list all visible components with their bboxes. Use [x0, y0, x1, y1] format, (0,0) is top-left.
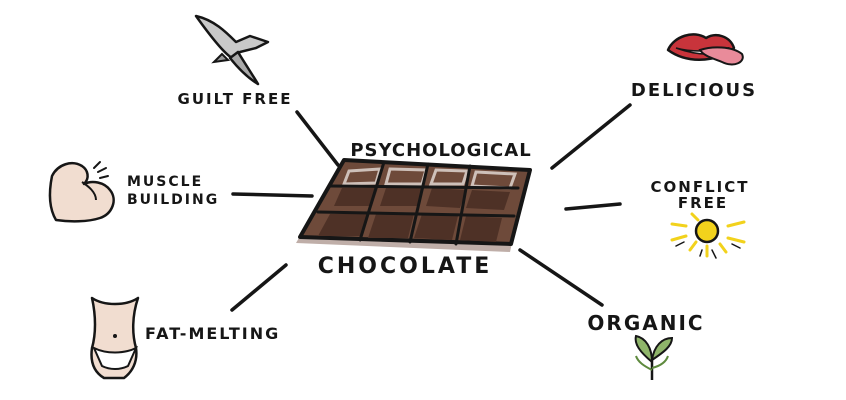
sprout-icon [634, 334, 674, 380]
node-fat-melting: FAT-MELTING [90, 296, 280, 380]
connector-organic [518, 248, 604, 307]
chocolate-bar-icon [296, 158, 532, 252]
node-guilt-free: GUILT FREE [178, 14, 293, 108]
connector-lines [230, 103, 632, 312]
label-fat-melting: FAT-MELTING [145, 324, 280, 343]
connector-delicious [550, 103, 632, 170]
flexed-arm-icon [48, 161, 115, 223]
connector-muscle-building [231, 192, 314, 198]
slim-waist-icon [90, 296, 140, 380]
connector-fat-melting [230, 263, 288, 312]
node-organic: ORGANIC [587, 311, 704, 380]
connector-conflict-free [564, 202, 622, 211]
node-conflict-free: CONFLICT FREE [651, 178, 750, 259]
label-delicious: DELICIOUS [631, 80, 757, 101]
label-muscle-line1: MUSCLE [127, 174, 203, 190]
connector-guilt-free [295, 110, 340, 167]
label-organic: ORGANIC [587, 311, 704, 335]
label-muscle-line2: BUILDING [127, 192, 219, 208]
sun-icon [670, 212, 746, 259]
node-delicious: DELICIOUS [631, 33, 757, 101]
lips-tongue-icon [666, 33, 744, 66]
title-top: PSYCHOLOGICAL [350, 140, 531, 161]
label-conflict-line1: CONFLICT [651, 178, 750, 196]
node-muscle-building: MUSCLE BUILDING [48, 161, 219, 223]
label-guilt-free: GUILT FREE [178, 90, 293, 108]
seagull-icon [194, 14, 270, 86]
title-bottom: CHOCOLATE [318, 254, 492, 279]
label-conflict-line2: FREE [678, 194, 728, 212]
